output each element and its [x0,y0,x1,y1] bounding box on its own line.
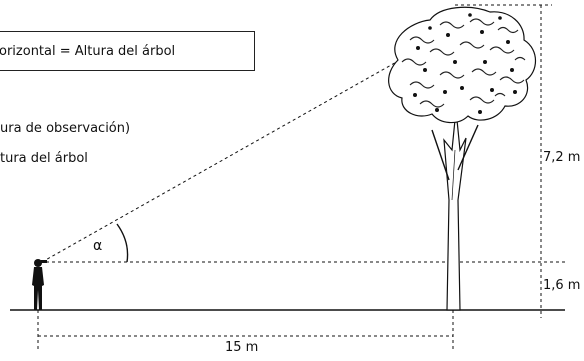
observer-silhouette-icon [32,259,47,310]
distance-label: 15 m [225,340,259,355]
upper-height-label: 7,2 m [543,150,581,165]
formula-text: orizontal = Altura del árbol [0,44,176,59]
angle-arc [116,223,129,263]
formula-box: orizontal = Altura del árbol [0,31,255,71]
tree-icon [388,6,537,311]
note-line-2: tura del árbol [0,151,88,166]
sight-line [41,59,401,263]
angle-label: α [93,238,103,254]
lower-height-label: 1,6 m [543,278,581,293]
note-line-1: ura de observación) [0,121,131,136]
